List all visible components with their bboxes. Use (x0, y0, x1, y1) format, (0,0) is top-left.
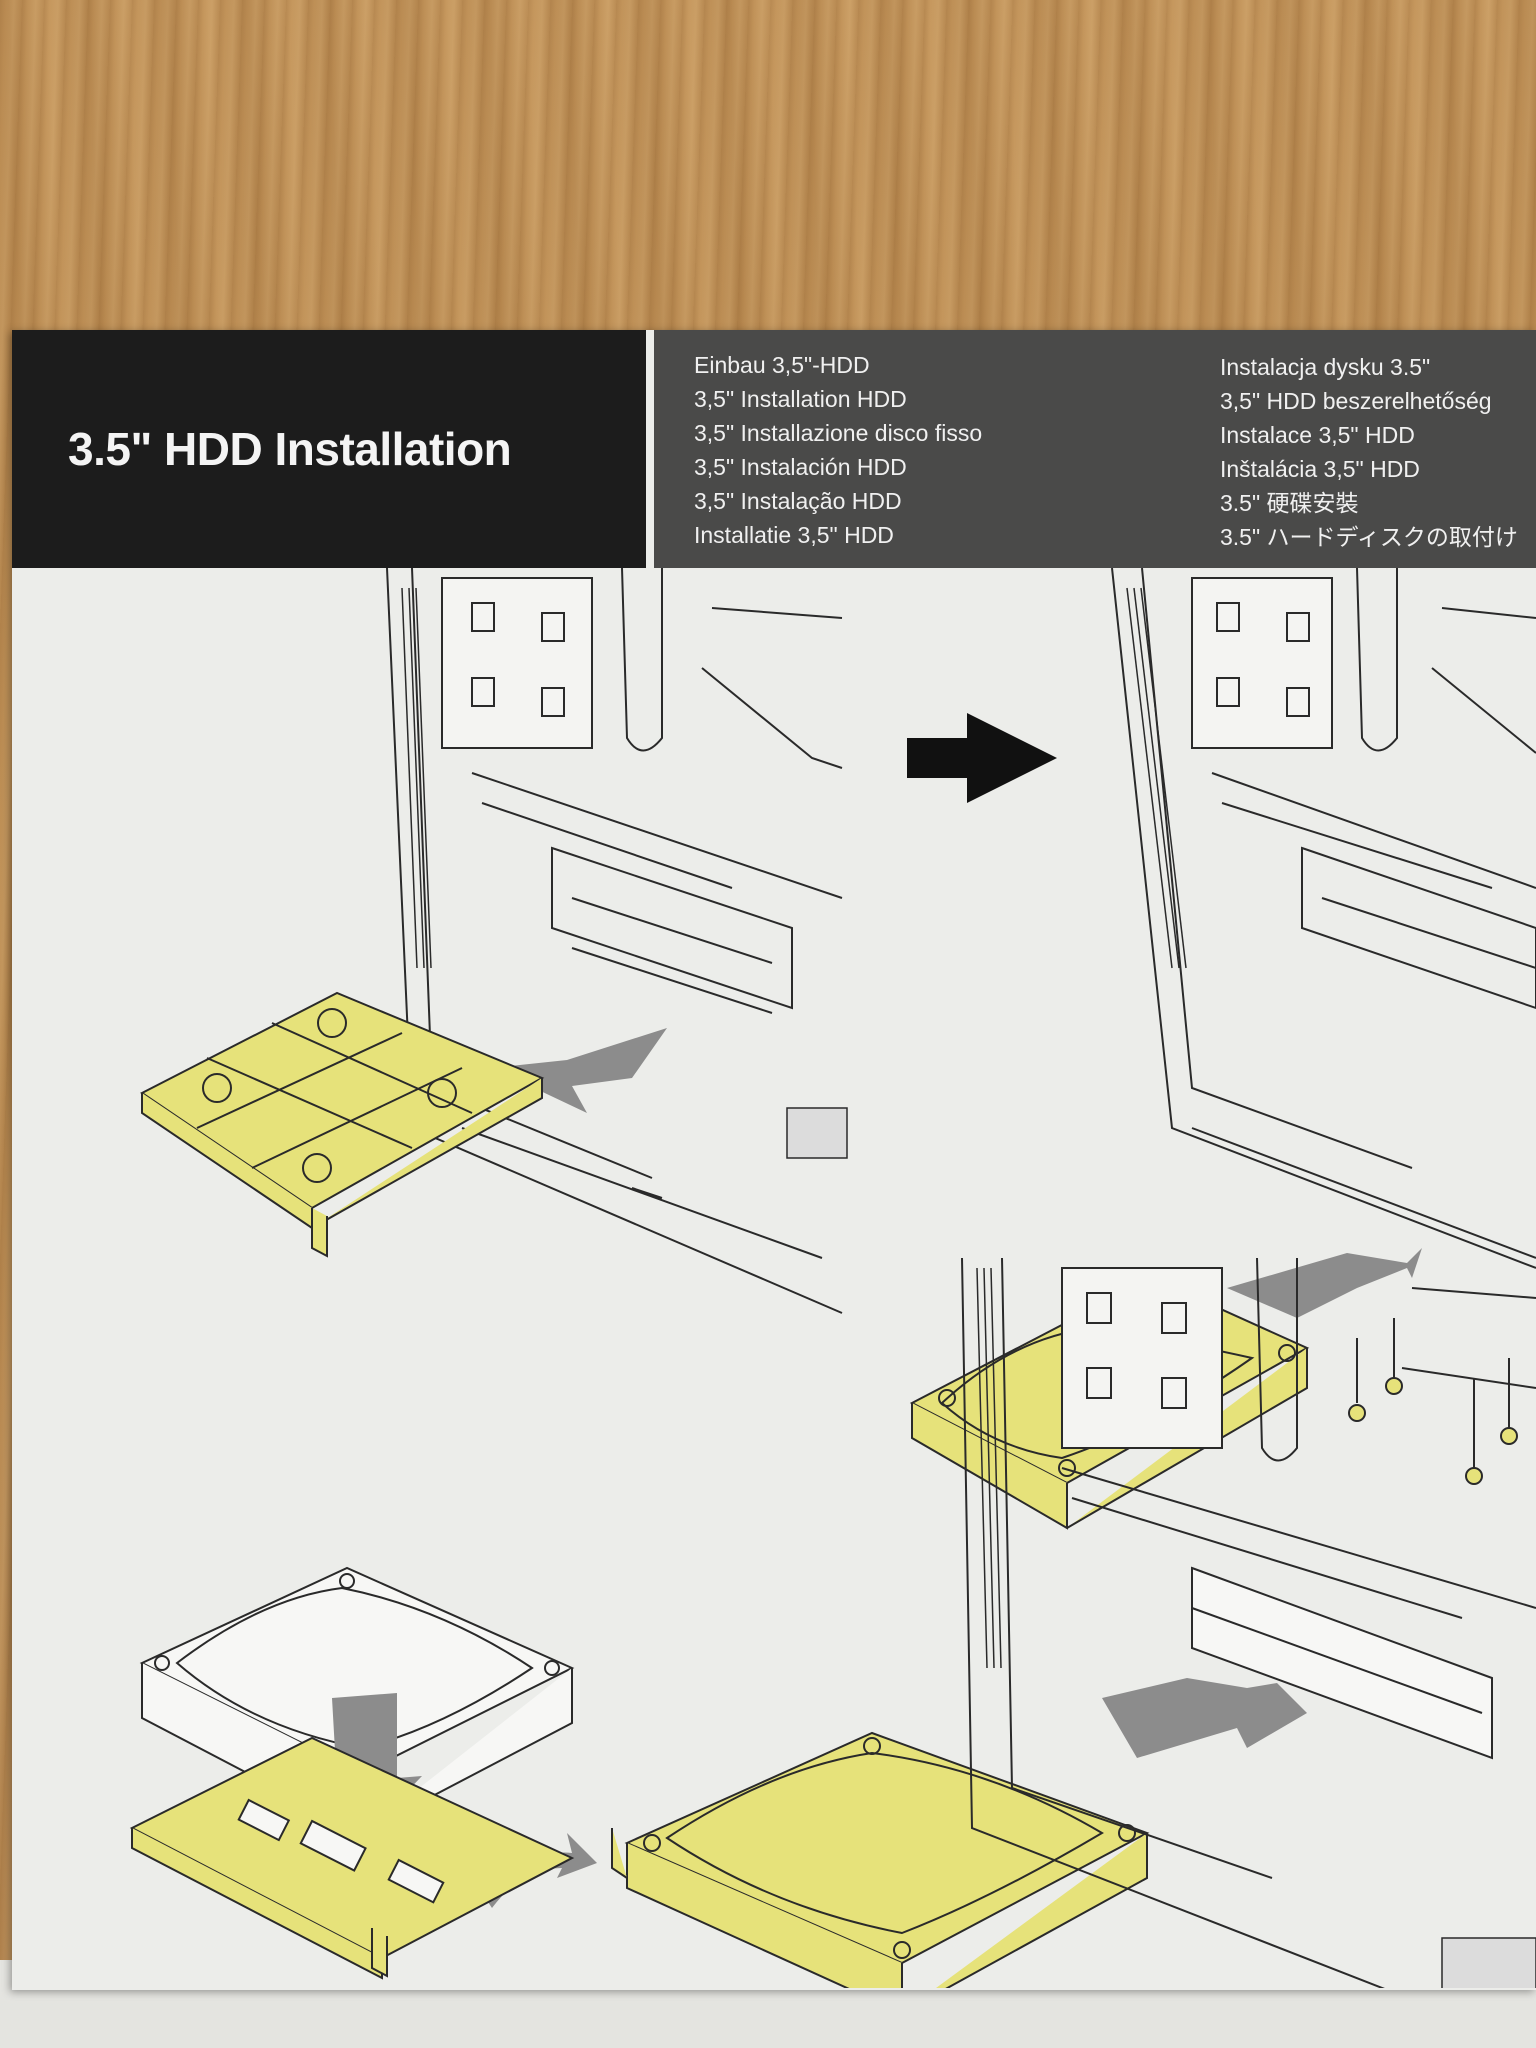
translation-fr: 3,5" Installation HDD (694, 386, 907, 412)
step2-case-interior (1111, 568, 1536, 1269)
step1-case-interior (386, 568, 848, 1314)
step5-case-interior (961, 1257, 1536, 1988)
translation-pl: Instalacja dysku 3.5" (1220, 354, 1431, 380)
translations-column-2: Instalacja dysku 3.5" 3,5" HDD beszerelh… (1220, 350, 1518, 554)
step1-slide-arrow (492, 1028, 667, 1113)
installation-illustration (129, 568, 1536, 1988)
step1-yellow-tray (140, 991, 545, 1258)
step2-screws (1348, 1318, 1518, 1485)
translations-banner: Einbau 3,5"-HDD 3,5" Installation HDD 3,… (654, 330, 1536, 568)
translations-column-1: Einbau 3,5"-HDD 3,5" Installation HDD 3,… (694, 348, 982, 552)
step3-yellow-tray (129, 1736, 575, 1980)
translation-nl: Installatie 3,5" HDD (694, 522, 894, 548)
manual-page: 3.5" HDD Installation Einbau 3,5"-HDD 3,… (12, 330, 1536, 1990)
translation-hu: 3,5" HDD beszerelhetőség (1220, 388, 1492, 414)
translation-pt: 3,5" Instalação HDD (694, 488, 902, 514)
step2-slide-arrow (1227, 1248, 1422, 1318)
translation-sk: Inštalácia 3,5" HDD (1220, 456, 1420, 482)
step4-yellow-hdd (611, 1731, 1150, 1988)
translation-ja: 3.5" ハードディスクの取付け (1220, 524, 1518, 550)
translation-it: 3,5" Installazione disco fisso (694, 420, 983, 446)
translation-de: Einbau 3,5"-HDD (694, 352, 870, 378)
translation-cs: Instalace 3,5" HDD (1220, 422, 1415, 448)
title-banner: 3.5" HDD Installation (12, 330, 646, 568)
page-title: 3.5" HDD Installation (68, 423, 512, 475)
translation-zh: 3.5" 硬碟安裝 (1220, 490, 1359, 516)
step5-slide-arrow (1102, 1678, 1307, 1758)
translation-es: 3,5" Instalación HDD (694, 454, 907, 480)
right-arrow-icon (907, 713, 1057, 803)
